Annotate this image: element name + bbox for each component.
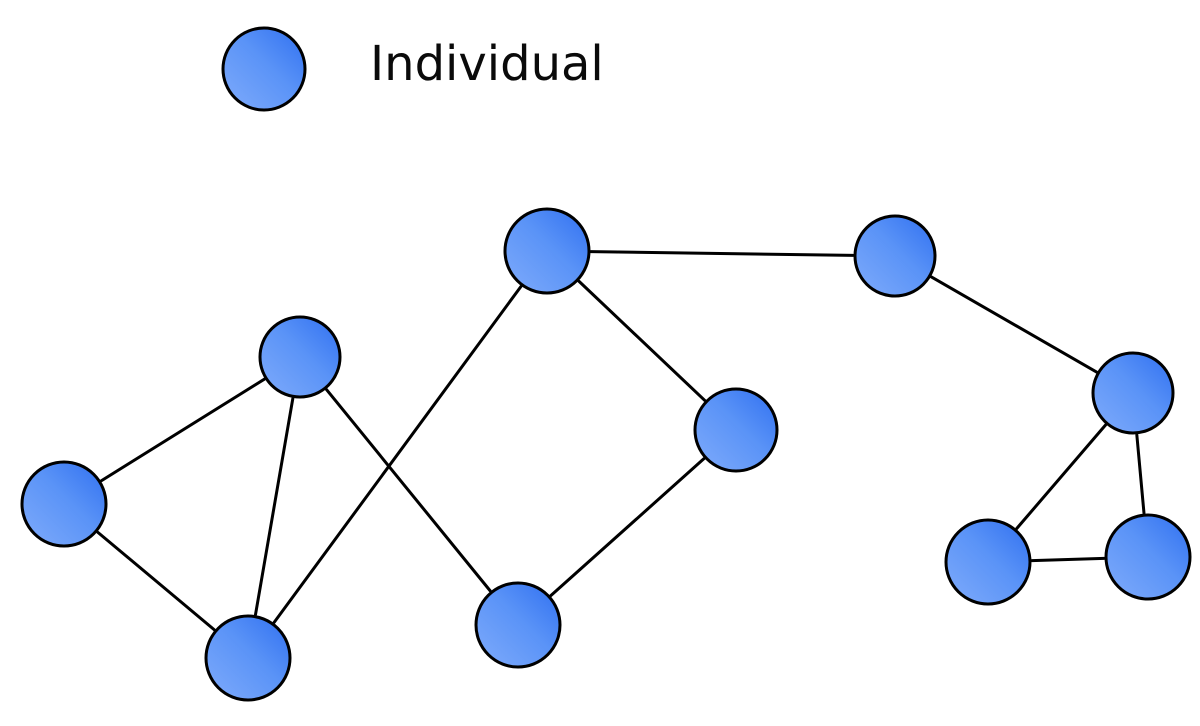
graph-edge <box>549 457 706 598</box>
graph-edge <box>99 377 266 483</box>
legend: Individual <box>221 26 604 112</box>
graph-edge <box>253 396 295 617</box>
graph-node-n4[interactable] <box>503 207 591 295</box>
graph-edge <box>272 284 523 625</box>
graph-node-n7[interactable] <box>853 214 937 298</box>
graph-edge <box>929 275 1099 374</box>
graph-node-n6[interactable] <box>474 581 562 669</box>
graph-node-n10[interactable] <box>1104 513 1192 601</box>
graph-edge <box>577 279 707 402</box>
graph-node-n2[interactable] <box>20 460 108 548</box>
graph-node-n3[interactable] <box>204 614 292 702</box>
graph-node-n1[interactable] <box>258 315 342 399</box>
graph-edge <box>1135 433 1146 515</box>
graph-edge <box>1015 423 1108 531</box>
graph-edge <box>96 530 216 632</box>
edges-layer <box>96 250 1146 632</box>
legend-swatch-individual-icon <box>221 26 307 112</box>
nodes-layer <box>20 207 1192 702</box>
graph-edge <box>325 388 492 593</box>
graph-edge <box>589 250 855 257</box>
graph-node-n5[interactable] <box>693 387 779 473</box>
legend-label-individual: Individual <box>370 36 604 92</box>
graph-node-n9[interactable] <box>944 518 1032 606</box>
graph-node-n8[interactable] <box>1091 351 1175 435</box>
graph-edge <box>1030 556 1106 563</box>
